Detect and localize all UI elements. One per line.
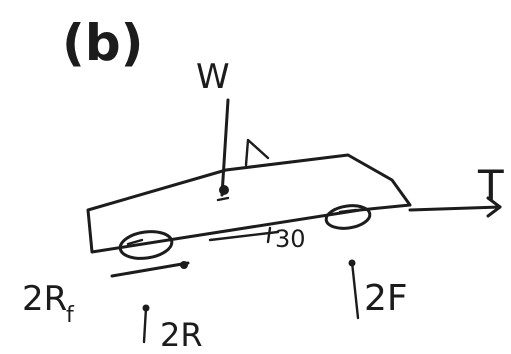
towing-force-arrowhead xyxy=(486,196,502,218)
rear-friction-arrowhead xyxy=(180,261,188,269)
front-normal-subscript: f xyxy=(66,303,75,328)
weight-label: W xyxy=(196,57,230,97)
rear-wheel-mark xyxy=(126,238,144,246)
front-friction-label: 2F xyxy=(364,278,408,319)
front-wheel xyxy=(324,204,372,230)
rear-wheel xyxy=(118,230,174,260)
windshield xyxy=(244,138,270,167)
angle-reference-line xyxy=(208,230,280,242)
rear-normal-arrow xyxy=(142,306,148,344)
angle-label: 30 xyxy=(275,225,306,253)
towing-force-label: T xyxy=(477,161,504,210)
angle-arc-mark xyxy=(266,226,272,244)
cm-tick xyxy=(216,196,230,202)
front-normal-label: 2R xyxy=(22,279,67,319)
towing-force-arrow xyxy=(408,205,502,212)
rear-friction-arrow xyxy=(110,261,190,278)
front-friction-arrow xyxy=(350,260,360,320)
front-friction-arrowhead xyxy=(348,259,356,267)
rear-normal-label: 2R xyxy=(160,316,203,354)
rear-normal-arrowhead xyxy=(142,304,150,312)
car-body xyxy=(86,153,412,254)
weight-vector xyxy=(220,98,230,197)
front-wheel-mark xyxy=(338,208,358,214)
panel-label: (b) xyxy=(62,14,144,72)
